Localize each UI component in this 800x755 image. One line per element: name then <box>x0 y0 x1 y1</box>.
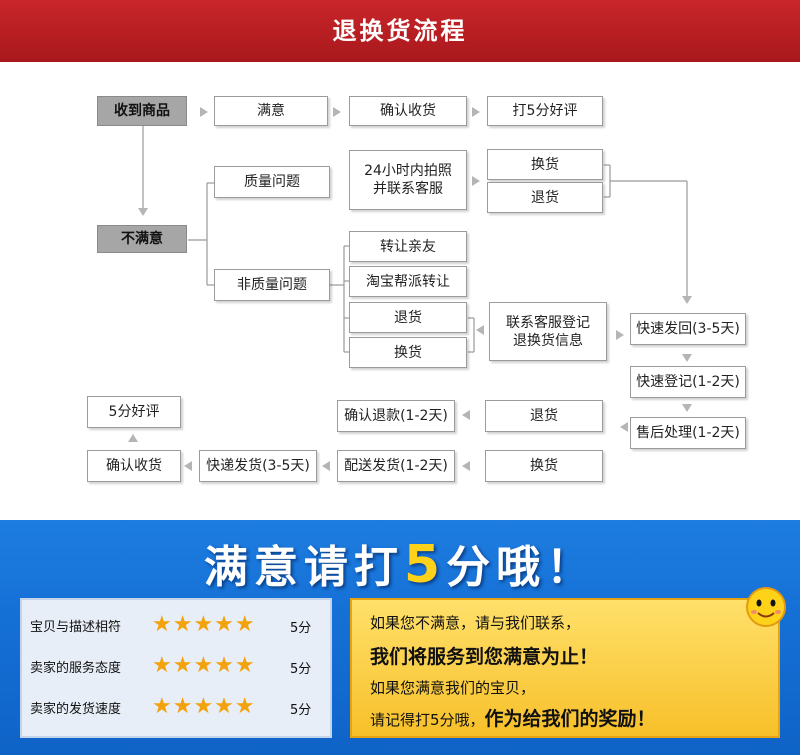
rating-row: 宝贝与描述相符 ★★★★★ 5分 <box>22 610 334 640</box>
promise-line-1: 如果您不满意，请与我们联系， <box>370 614 581 632</box>
confirm-refund-box: 确认退款(1-2天) <box>337 400 455 432</box>
slogan-after: 分哦！ <box>446 542 597 593</box>
exchange-box-3: 换货 <box>485 450 603 482</box>
return-box-2: 退货 <box>349 302 467 333</box>
rating-row: 卖家的发货速度 ★★★★★ 5分 <box>22 692 334 722</box>
promise-line-4: 请记得打5分哦，作为给我们的奖励！ <box>370 704 656 731</box>
slogan-before: 满意请打 <box>203 542 404 593</box>
quality-issue-box: 质量问题 <box>214 166 330 198</box>
unsatisfied-box: 不满意 <box>97 225 187 253</box>
rating-panel: 宝贝与描述相符 ★★★★★ 5分 卖家的服务态度 ★★★★★ 5分 卖家的发货速… <box>20 598 332 738</box>
rating-score: 5分 <box>290 703 312 718</box>
slogan: 满意请打5分哦！ <box>0 527 800 603</box>
non-quality-issue-box: 非质量问题 <box>214 269 330 301</box>
express-return-box: 快速发回(3-5天) <box>630 313 746 345</box>
promise-line-4-big: 作为给我们的奖励！ <box>484 708 656 730</box>
confirm-receipt-box-2: 确认收货 <box>87 450 181 482</box>
rating-score: 5分 <box>290 621 312 636</box>
star-icon: ★★★★★ <box>152 694 256 719</box>
star-icon: ★★★★★ <box>152 612 256 637</box>
confirm-receipt-box: 确认收货 <box>349 96 467 126</box>
exchange-box: 换货 <box>487 149 603 180</box>
page-title: 退换货流程 <box>332 17 468 45</box>
promise-line-2: 我们将服务到您满意为止！ <box>370 646 599 668</box>
rating-label: 卖家的发货速度 <box>30 702 122 717</box>
smiley-icon <box>746 587 786 627</box>
register-info-box: 联系客服登记 退换货信息 <box>489 302 607 361</box>
five-star-box: 打5分好评 <box>487 96 603 126</box>
promise-line-4-small: 请记得打5分哦， <box>370 711 485 729</box>
after-sales-box: 售后处理(1-2天) <box>630 417 746 449</box>
promise-line-3: 如果您满意我们的宝贝， <box>370 679 536 697</box>
slogan-number: 5 <box>403 535 447 595</box>
photo-contact-box: 24小时内拍照 并联系客服 <box>349 150 467 210</box>
quick-register-box: 快速登记(1-2天) <box>630 366 746 398</box>
received-box: 收到商品 <box>97 96 187 126</box>
express-ship-box: 快递发货(3-5天) <box>199 450 317 482</box>
transfer-friends-box: 转让亲友 <box>349 231 467 262</box>
exchange-box-2: 换货 <box>349 337 467 368</box>
header-band <box>0 0 800 62</box>
promise-panel: 如果您不满意，请与我们联系， 我们将服务到您满意为止！ 如果您满意我们的宝贝， … <box>350 598 780 738</box>
rating-label: 宝贝与描述相符 <box>30 620 122 635</box>
arrow-down-icon <box>138 208 148 216</box>
return-box-3: 退货 <box>485 400 603 432</box>
star-icon: ★★★★★ <box>152 653 256 678</box>
rating-label: 卖家的服务态度 <box>30 661 122 676</box>
rating-score: 5分 <box>290 662 312 677</box>
return-box: 退货 <box>487 182 603 213</box>
arrow-right-icon <box>200 107 208 117</box>
taobao-transfer-box: 淘宝帮派转让 <box>349 266 467 297</box>
rating-row: 卖家的服务态度 ★★★★★ 5分 <box>22 651 334 681</box>
five-star-box-2: 5分好评 <box>87 396 181 428</box>
delivery-box: 配送发货(1-2天) <box>337 450 455 482</box>
satisfied-box: 满意 <box>214 96 328 126</box>
